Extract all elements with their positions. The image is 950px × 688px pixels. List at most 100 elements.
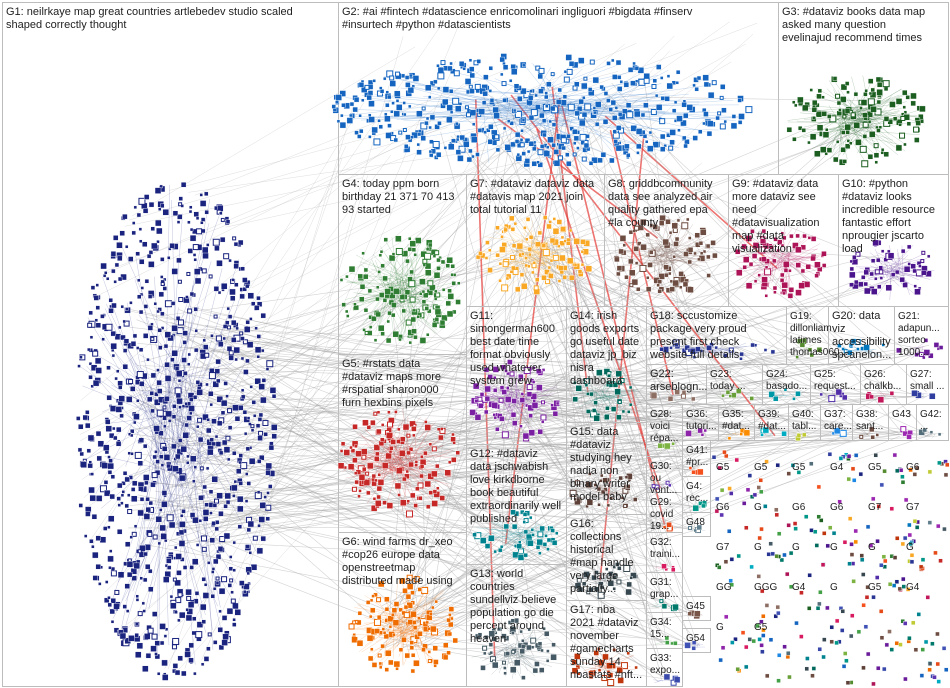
node-g1 bbox=[92, 379, 100, 387]
node-g4 bbox=[451, 281, 456, 286]
node-g1 bbox=[200, 662, 205, 667]
node-g11 bbox=[487, 374, 493, 380]
node-g8 bbox=[629, 283, 634, 288]
inter-group-edge bbox=[169, 363, 769, 433]
node-g2 bbox=[385, 90, 389, 94]
node-g1 bbox=[243, 431, 248, 436]
node-g2 bbox=[373, 138, 381, 146]
node-g1 bbox=[156, 227, 163, 235]
node-g1 bbox=[105, 425, 112, 432]
node-g1 bbox=[114, 589, 120, 595]
node-g10 bbox=[921, 270, 927, 276]
node-g2 bbox=[521, 151, 526, 156]
intra-group-edge bbox=[494, 78, 589, 119]
intra-group-edge bbox=[95, 363, 164, 494]
node-g1 bbox=[232, 622, 237, 627]
inter-group-edge bbox=[135, 254, 880, 430]
inter-group-edge bbox=[176, 433, 736, 463]
node-g2 bbox=[403, 112, 407, 117]
node-g4 bbox=[410, 316, 417, 323]
node-g1 bbox=[122, 319, 126, 324]
node-g1 bbox=[141, 601, 146, 606]
node-g1 bbox=[101, 462, 109, 469]
node-g7 bbox=[475, 254, 481, 260]
intra-group-edge bbox=[654, 253, 658, 273]
node-g1 bbox=[193, 258, 197, 262]
node-g39 bbox=[762, 426, 770, 434]
inter-group-edge bbox=[167, 157, 343, 670]
node-g7 bbox=[562, 275, 567, 280]
node-g30 bbox=[668, 483, 672, 488]
node-g2 bbox=[602, 118, 609, 125]
intra-group-edge bbox=[490, 521, 524, 540]
intra-group-edge bbox=[401, 630, 451, 638]
intra-group-edge bbox=[499, 86, 513, 98]
node-g2 bbox=[394, 90, 401, 97]
intra-group-edge bbox=[380, 607, 392, 627]
inter-group-edge bbox=[550, 238, 608, 666]
node-g41 bbox=[697, 468, 704, 476]
node-g2 bbox=[513, 83, 520, 89]
node-g3 bbox=[842, 159, 847, 164]
node-g34 bbox=[673, 641, 678, 646]
node-g2 bbox=[368, 135, 372, 139]
node-g1 bbox=[187, 220, 191, 225]
node-g1 bbox=[172, 210, 179, 216]
node-g6 bbox=[427, 650, 431, 654]
node-g13 bbox=[521, 675, 526, 680]
intra-group-edge bbox=[534, 263, 539, 279]
intra-group-edge bbox=[384, 453, 400, 497]
intra-group-edge bbox=[781, 255, 815, 261]
intra-group-edge bbox=[655, 640, 667, 645]
node-g13 bbox=[505, 651, 510, 656]
intra-group-edge bbox=[482, 653, 516, 667]
node-g9 bbox=[769, 245, 774, 250]
node-g3 bbox=[802, 104, 809, 112]
node-g2 bbox=[599, 84, 604, 90]
node-g4 bbox=[439, 319, 446, 326]
intra-group-edge bbox=[900, 434, 904, 438]
node-g5 bbox=[406, 433, 411, 438]
intra-group-edge bbox=[373, 623, 415, 656]
inter-group-edge bbox=[397, 237, 535, 647]
inter-group-edge bbox=[604, 115, 778, 269]
node-g1 bbox=[181, 404, 186, 408]
intra-group-edge bbox=[606, 491, 609, 499]
node-g54 bbox=[691, 646, 696, 651]
node-g8 bbox=[636, 287, 641, 292]
node-g4 bbox=[457, 281, 461, 285]
intra-group-edge bbox=[592, 113, 696, 140]
intra-group-edge bbox=[494, 518, 507, 533]
node-g2 bbox=[555, 99, 562, 105]
intra-group-edge bbox=[365, 443, 399, 458]
node-g2 bbox=[495, 147, 501, 153]
node-g1 bbox=[216, 260, 223, 267]
intra-group-edge bbox=[487, 63, 622, 115]
node-g3 bbox=[918, 114, 924, 120]
inter-group-edge bbox=[188, 348, 528, 395]
node-g1 bbox=[118, 385, 123, 390]
inter-group-edge bbox=[142, 394, 658, 446]
node-g11 bbox=[478, 403, 484, 409]
node-g1 bbox=[142, 241, 148, 247]
inter-group-edge bbox=[506, 240, 597, 407]
node-g1 bbox=[77, 447, 83, 453]
node-g1 bbox=[139, 544, 146, 552]
intra-group-edge bbox=[513, 622, 522, 654]
node-g16 bbox=[583, 571, 590, 578]
node-g1 bbox=[127, 493, 131, 497]
node-g1 bbox=[265, 367, 270, 371]
node-g1 bbox=[225, 219, 231, 224]
node-g2 bbox=[424, 84, 432, 92]
intra-group-edge bbox=[382, 456, 416, 475]
node-g2 bbox=[462, 67, 466, 71]
intra-group-edge bbox=[653, 250, 677, 267]
node-g1 bbox=[222, 336, 226, 341]
node-g1 bbox=[238, 405, 244, 411]
node-g2 bbox=[368, 113, 372, 117]
intra-group-edge bbox=[524, 253, 530, 258]
node-g5 bbox=[381, 462, 389, 469]
node-g6 bbox=[371, 662, 378, 668]
node-g7 bbox=[498, 261, 503, 266]
node-g2 bbox=[402, 128, 407, 133]
